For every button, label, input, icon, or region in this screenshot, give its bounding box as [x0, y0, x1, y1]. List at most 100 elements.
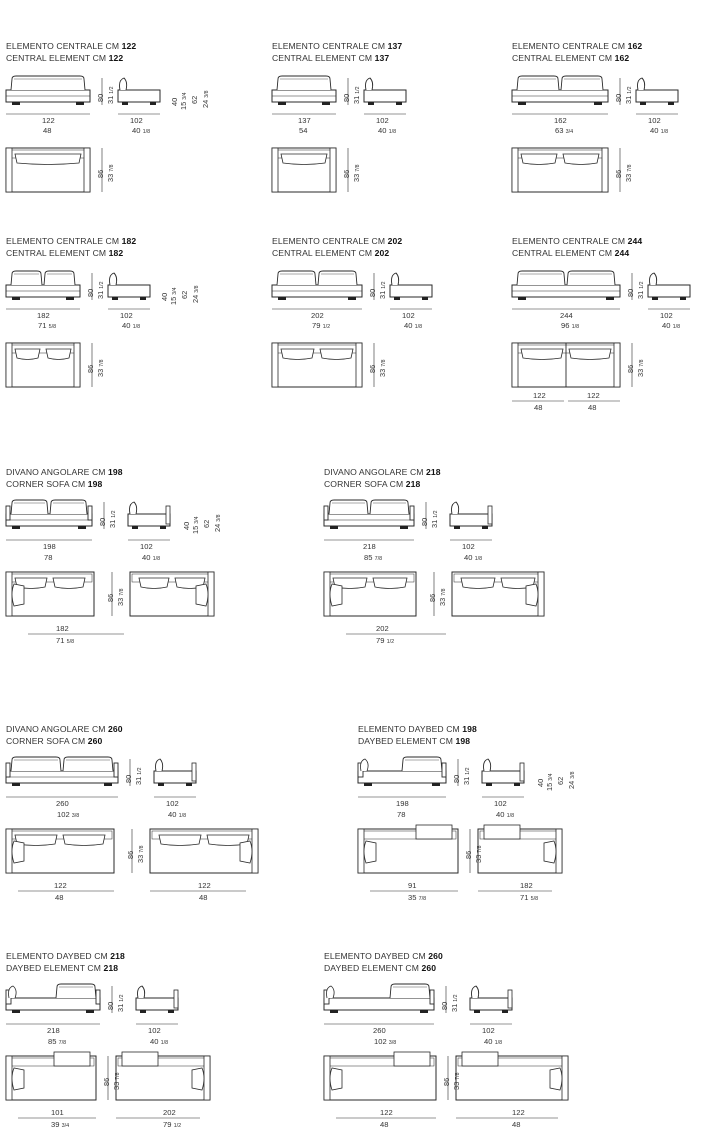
width-in: 63 3/4 [555, 126, 573, 137]
dimension-value: ELEMENTO CENTRALE CM [512, 41, 628, 51]
depth-cm: 102 [648, 116, 661, 125]
height-in: 31 1/2 [378, 281, 389, 299]
plan-depth-cm: 86 [428, 594, 437, 602]
plan-depth-cm: 86 [626, 365, 635, 373]
plan-depth-in: 33 7/8 [106, 164, 117, 182]
size-value: 198 [87, 479, 103, 489]
dimension-fraction: 7/8 [115, 1072, 121, 1080]
height-cm: 80 [614, 94, 623, 102]
left-length-cm: 122 [54, 881, 67, 890]
size-value: 162 [627, 41, 643, 51]
dimension-value: DAYBED ELEMENT CM [324, 963, 422, 973]
height-in: 31 1/2 [134, 767, 145, 785]
height-cm: 80 [440, 1002, 449, 1010]
depth-in: 40 1/8 [404, 321, 422, 332]
dimension-fraction: 1/8 [414, 324, 423, 330]
right-length-in: 48 [199, 893, 207, 902]
right-length-in: 79 1/2 [163, 1120, 181, 1131]
height-in: 31 1/2 [352, 86, 363, 104]
dimension-value: CENTRAL ELEMENT CM [6, 248, 109, 258]
height-cm: 80 [420, 518, 429, 526]
dimension-value: 40 [160, 292, 169, 301]
seat-height-in: 15 3/4 [545, 773, 556, 791]
dimension-value: 78 [397, 810, 406, 819]
dimension-value: 85 [48, 1037, 57, 1046]
size-value: 260 [87, 736, 103, 746]
dimension-fraction: 1/8 [571, 324, 580, 330]
arm-height-in: 24 3/8 [201, 90, 212, 108]
width-cm: 218 [363, 542, 376, 551]
dimension-value: 40 [536, 778, 545, 787]
dimension-value: 86 [126, 850, 135, 859]
split-left-in: 48 [534, 403, 542, 412]
dimension-value: 80 [96, 93, 105, 102]
dimension-value: 63 [555, 126, 564, 135]
dimension-fraction: 7/8 [58, 1040, 67, 1046]
width-in: 78 [397, 810, 405, 819]
width-in: 102 3/8 [57, 810, 79, 821]
dimension-fraction: 1/8 [388, 129, 397, 135]
dimension-value: 122 [54, 881, 67, 890]
dimension-value: 260 [56, 799, 69, 808]
dimension-value: 182 [56, 624, 69, 633]
width-in: 96 1/8 [561, 321, 579, 332]
size-value: 182 [108, 248, 124, 258]
element-drawing-d260 [323, 983, 569, 1119]
dimension-value: 40 [404, 321, 413, 330]
plan-depth-in: 33 7/8 [96, 359, 107, 377]
height-in: 31 1/2 [106, 86, 117, 104]
dimension-value: 39 [51, 1120, 60, 1129]
size-value: 137 [374, 53, 390, 63]
dimension-value: CENTRAL ELEMENT CM [272, 248, 375, 258]
dimension-value: 62 [190, 95, 199, 104]
dimension-value: 33 [136, 854, 145, 863]
plan-depth-in: 33 7/8 [136, 845, 147, 863]
dimension-fraction: 3/8 [71, 813, 80, 819]
dimension-value: 33 [352, 173, 361, 182]
dimension-value: 40 [150, 1037, 159, 1046]
size-value: 218 [426, 467, 441, 477]
right-length-in: 48 [512, 1120, 520, 1129]
right-length-cm: 122 [198, 881, 211, 890]
right-length-cm: 182 [520, 881, 533, 890]
dimension-value: 78 [44, 553, 53, 562]
dimension-fraction: 1/8 [132, 324, 141, 330]
dimension-value: 80 [452, 774, 461, 783]
element-drawing-a218 [323, 499, 545, 635]
dimension-value: ELEMENTO DAYBED CM [358, 724, 463, 734]
width-cm: 162 [554, 116, 567, 125]
size-value: 244 [614, 248, 630, 258]
element-drawing-c244 [511, 270, 691, 402]
depth-in: 40 1/8 [122, 321, 140, 332]
dimension-fraction: 1/2 [386, 639, 395, 645]
dimension-value: 79 [163, 1120, 172, 1129]
dimension-value: 102 [462, 542, 475, 551]
size-value: 162 [614, 53, 630, 63]
dimension-value: CENTRAL ELEMENT CM [512, 248, 615, 258]
dimension-value: 244 [560, 311, 573, 320]
arm-height-in: 24 3/8 [567, 771, 578, 789]
height-in: 31 1/2 [96, 281, 107, 299]
dimension-fraction: 1/2 [627, 86, 633, 94]
dimension-value: 182 [37, 311, 50, 320]
dimension-fraction: 1/2 [381, 281, 387, 289]
dimension-value: 33 [438, 597, 447, 606]
dimension-value: CORNER SOFA CM [6, 736, 88, 746]
dimension-fraction: 1/2 [433, 510, 439, 518]
dimension-value: 218 [363, 542, 376, 551]
dimension-fraction: 3/8 [194, 285, 200, 293]
split-right-cm: 122 [587, 391, 600, 400]
dimension-value: 48 [43, 126, 52, 135]
dimension-fraction: 7/8 [418, 896, 427, 902]
dimension-value: 15 [169, 296, 178, 305]
depth-cm: 102 [130, 116, 143, 125]
depth-cm: 102 [166, 799, 179, 808]
dimension-value: 33 [96, 368, 105, 377]
dimension-value: 40 [464, 553, 473, 562]
width-cm: 198 [43, 542, 56, 551]
dimension-fraction: 1/2 [111, 510, 117, 518]
dimension-fraction: 3/8 [570, 771, 576, 779]
